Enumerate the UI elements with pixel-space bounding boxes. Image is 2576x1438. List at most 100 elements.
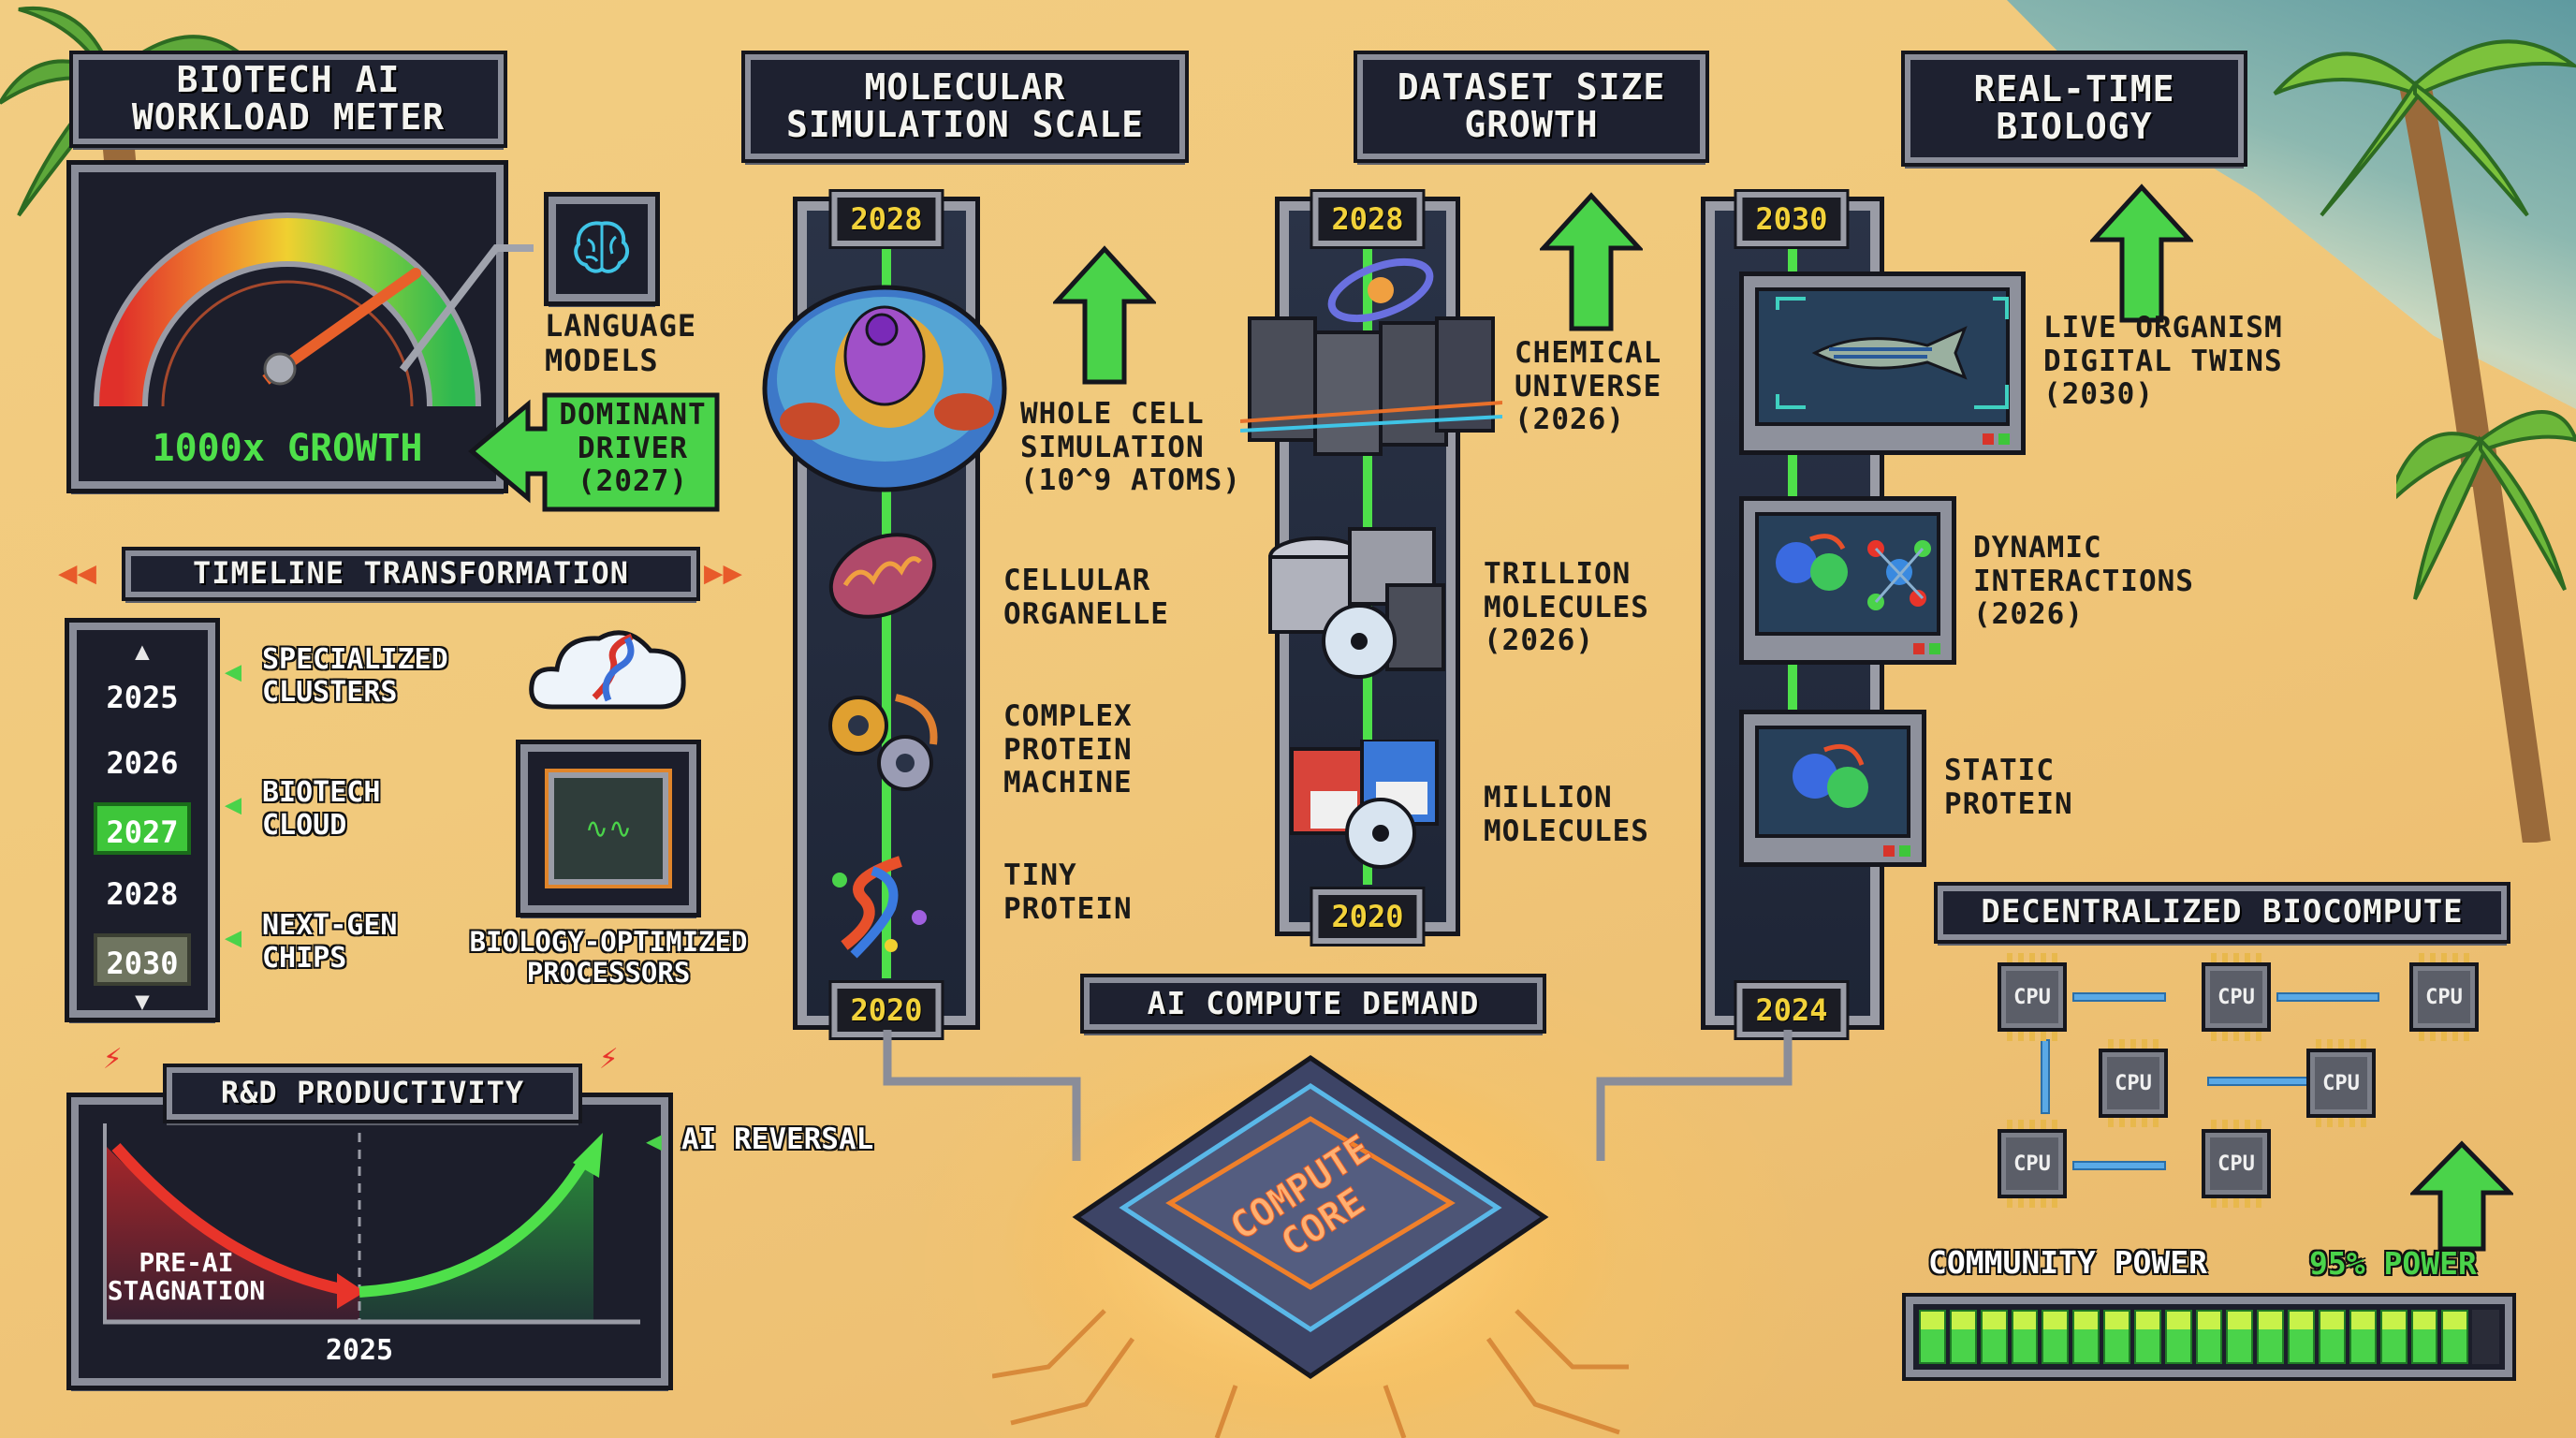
protein-molecule-icon — [1776, 534, 1931, 610]
power-segment — [2441, 1310, 2469, 1364]
cpu-node[interactable]: CPU — [2306, 1039, 2376, 1127]
power-segment — [2318, 1310, 2346, 1364]
cpu-node[interactable]: CPU — [1998, 1120, 2067, 1208]
dominant-driver-arrow — [468, 392, 720, 512]
cpu-node[interactable]: CPU — [2202, 1120, 2271, 1208]
power-segment — [2379, 1310, 2408, 1364]
power-percent-label: 95% POWER — [2309, 1245, 2477, 1282]
palm-tree-icon — [2273, 39, 2576, 487]
protein-monitor-icon — [1739, 710, 1926, 867]
year-badge-top: 2028 — [828, 189, 944, 249]
power-segment — [1919, 1310, 1946, 1364]
power-segment — [2257, 1310, 2285, 1364]
year-item-2027-active[interactable]: 2027 — [94, 802, 191, 855]
power-segment — [1980, 1310, 2008, 1364]
network-link-arrow — [2072, 992, 2166, 1002]
server-galaxy-icon — [1240, 257, 1502, 456]
biology-chip-icon: ∿∿ — [516, 740, 701, 917]
pre-ai-label: PRE-AI — [139, 1247, 233, 1278]
year-item-2025[interactable]: 2025 — [106, 680, 179, 715]
spark-icon: ⚡ — [103, 1039, 123, 1077]
scroll-up-icon[interactable]: ▲ — [135, 638, 150, 666]
year-scroller[interactable]: ▲ 2025 2026 2027 2028 2030 ▼ — [65, 618, 220, 1022]
community-power-label: COMMUNITY POWER — [1928, 1244, 2208, 1281]
cpu-node[interactable]: CPU — [2099, 1039, 2168, 1127]
x-axis-tick-2025: 2025 — [326, 1334, 393, 1367]
year-item-2028[interactable]: 2028 — [106, 876, 179, 912]
network-link-arrow — [2207, 1077, 2310, 1086]
network-link-arrow — [2276, 992, 2379, 1002]
year-badge-top: 2030 — [1734, 189, 1850, 249]
storage-disks-icon — [1268, 527, 1445, 679]
year-badge-bottom: 2020 — [828, 980, 944, 1040]
power-segment — [2164, 1310, 2192, 1364]
stagnation-label: STAGNATION — [108, 1275, 266, 1306]
power-segment — [2226, 1310, 2254, 1364]
decentralized-biocompute-title: DECENTRALIZED BIOCOMPUTE — [1934, 882, 2510, 944]
connector-lines — [883, 1030, 1793, 1161]
power-segment — [1949, 1310, 1977, 1364]
cpu-node[interactable]: CPU — [1998, 953, 2067, 1041]
fish-icon — [1776, 297, 2009, 409]
ai-reversal-label: AI REVERSAL — [681, 1123, 874, 1156]
connector-line — [399, 244, 534, 373]
rd-productivity-title: R&D PRODUCTIVITY — [163, 1064, 582, 1123]
gauge-value-label: 1000x GROWTH — [153, 427, 423, 470]
year-item-2026[interactable]: 2026 — [106, 745, 179, 781]
cpu-node[interactable]: CPU — [2202, 953, 2271, 1041]
protein-molecule-monitor-icon — [1739, 496, 1956, 665]
power-segment — [2072, 1310, 2100, 1364]
left-chevrons-icon: ◀◀ — [58, 554, 96, 592]
rd-productivity-panel: PRE-AI STAGNATION 2025 — [66, 1093, 673, 1390]
up-arrow-icon — [2090, 183, 2193, 323]
power-segment-empty — [2472, 1310, 2500, 1364]
up-arrow-icon — [1053, 245, 1156, 385]
pointer-icon: ◀ — [225, 788, 242, 821]
fish-monitor-icon — [1739, 271, 2026, 455]
power-segment — [2103, 1310, 2130, 1364]
power-segment — [2133, 1310, 2161, 1364]
helix-protein-icon — [832, 856, 927, 959]
up-arrow-icon — [1540, 192, 1643, 331]
power-segment — [2349, 1310, 2377, 1364]
year-badge-top: 2028 — [1310, 189, 1426, 249]
mitochondria-icon — [828, 533, 937, 619]
rd-productivity-chart: PRE-AI STAGNATION 2025 — [103, 1123, 640, 1367]
year-badge-bottom: 2024 — [1734, 980, 1850, 1040]
scroll-down-icon[interactable]: ▼ — [135, 988, 150, 1016]
right-chevrons-icon: ▶▶ — [704, 554, 742, 592]
palm-tree-icon — [2396, 410, 2576, 843]
pointer-icon: ◀ — [646, 1125, 662, 1156]
dna-chip-icon: ∿∿ — [549, 772, 668, 885]
ai-compute-demand-banner: AI COMPUTE DEMAND — [1080, 974, 1546, 1034]
brain-icon-box — [544, 192, 660, 306]
pointer-icon: ◀ — [225, 655, 242, 688]
timeline-title: TIMELINE TRANSFORMATION — [122, 547, 700, 601]
cpu-node[interactable]: CPU — [2409, 953, 2479, 1041]
spark-icon: ⚡ — [599, 1039, 619, 1077]
power-segment — [2195, 1310, 2223, 1364]
network-link-arrow — [2072, 1161, 2166, 1170]
up-arrow-icon — [2410, 1140, 2513, 1252]
community-power-progress-bar — [1902, 1293, 2516, 1381]
power-segment — [2410, 1310, 2438, 1364]
year-item-2030[interactable]: 2030 — [94, 933, 191, 986]
